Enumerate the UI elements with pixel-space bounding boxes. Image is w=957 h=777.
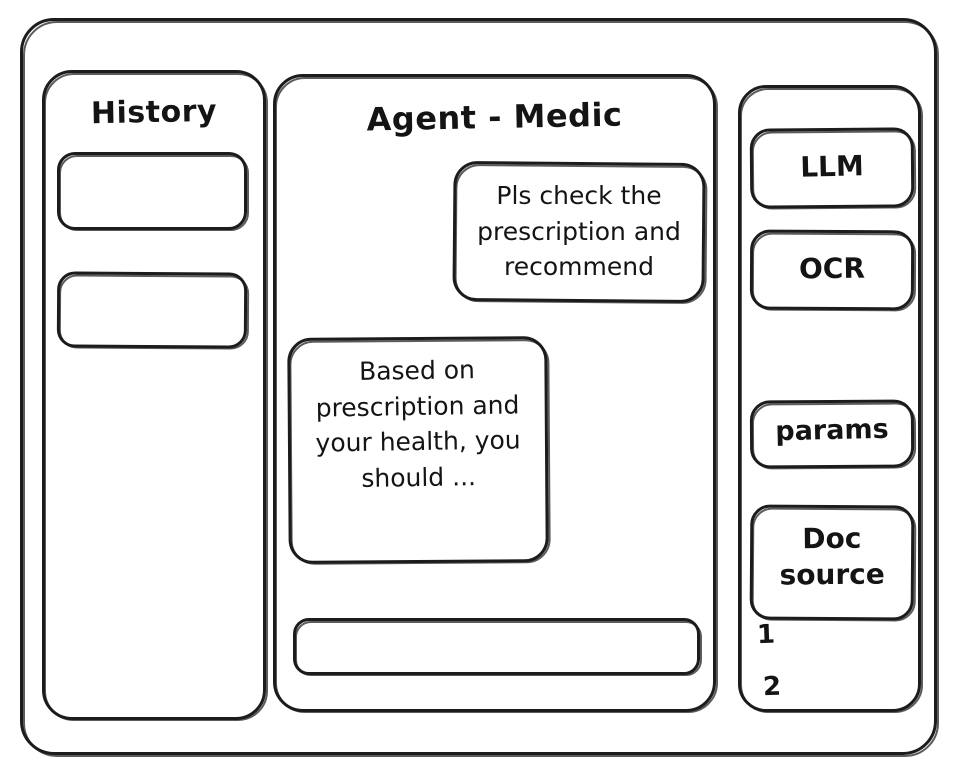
tool-card-ocr[interactable]: OCR bbox=[749, 229, 915, 311]
history-item[interactable] bbox=[57, 152, 249, 231]
tool-card-params[interactable]: params bbox=[749, 399, 915, 469]
doc-source-list-item[interactable]: 1 bbox=[756, 619, 776, 651]
message-composer[interactable] bbox=[293, 618, 702, 676]
assistant-message-bubble: Based on prescription and your health, y… bbox=[287, 336, 549, 564]
tool-card-doc-source[interactable]: Doc source bbox=[749, 504, 915, 621]
history-item[interactable] bbox=[57, 271, 247, 348]
history-panel-title: History bbox=[90, 93, 218, 132]
assistant-message-text: Based on prescription and your health, y… bbox=[315, 355, 521, 493]
tool-card-params-label: params bbox=[774, 413, 889, 448]
tool-card-ocr-label: OCR bbox=[798, 251, 866, 286]
tool-card-llm-label: LLM bbox=[799, 149, 865, 184]
tool-card-doc-source-label: Doc source bbox=[779, 521, 885, 592]
user-message-text: Pls check the prescription and recommend bbox=[477, 181, 681, 282]
doc-source-list-item[interactable]: 2 bbox=[762, 671, 782, 703]
message-input[interactable] bbox=[309, 628, 688, 667]
user-message-bubble: Pls check the prescription and recommend bbox=[452, 160, 706, 304]
tool-card-llm[interactable]: LLM bbox=[749, 127, 915, 209]
